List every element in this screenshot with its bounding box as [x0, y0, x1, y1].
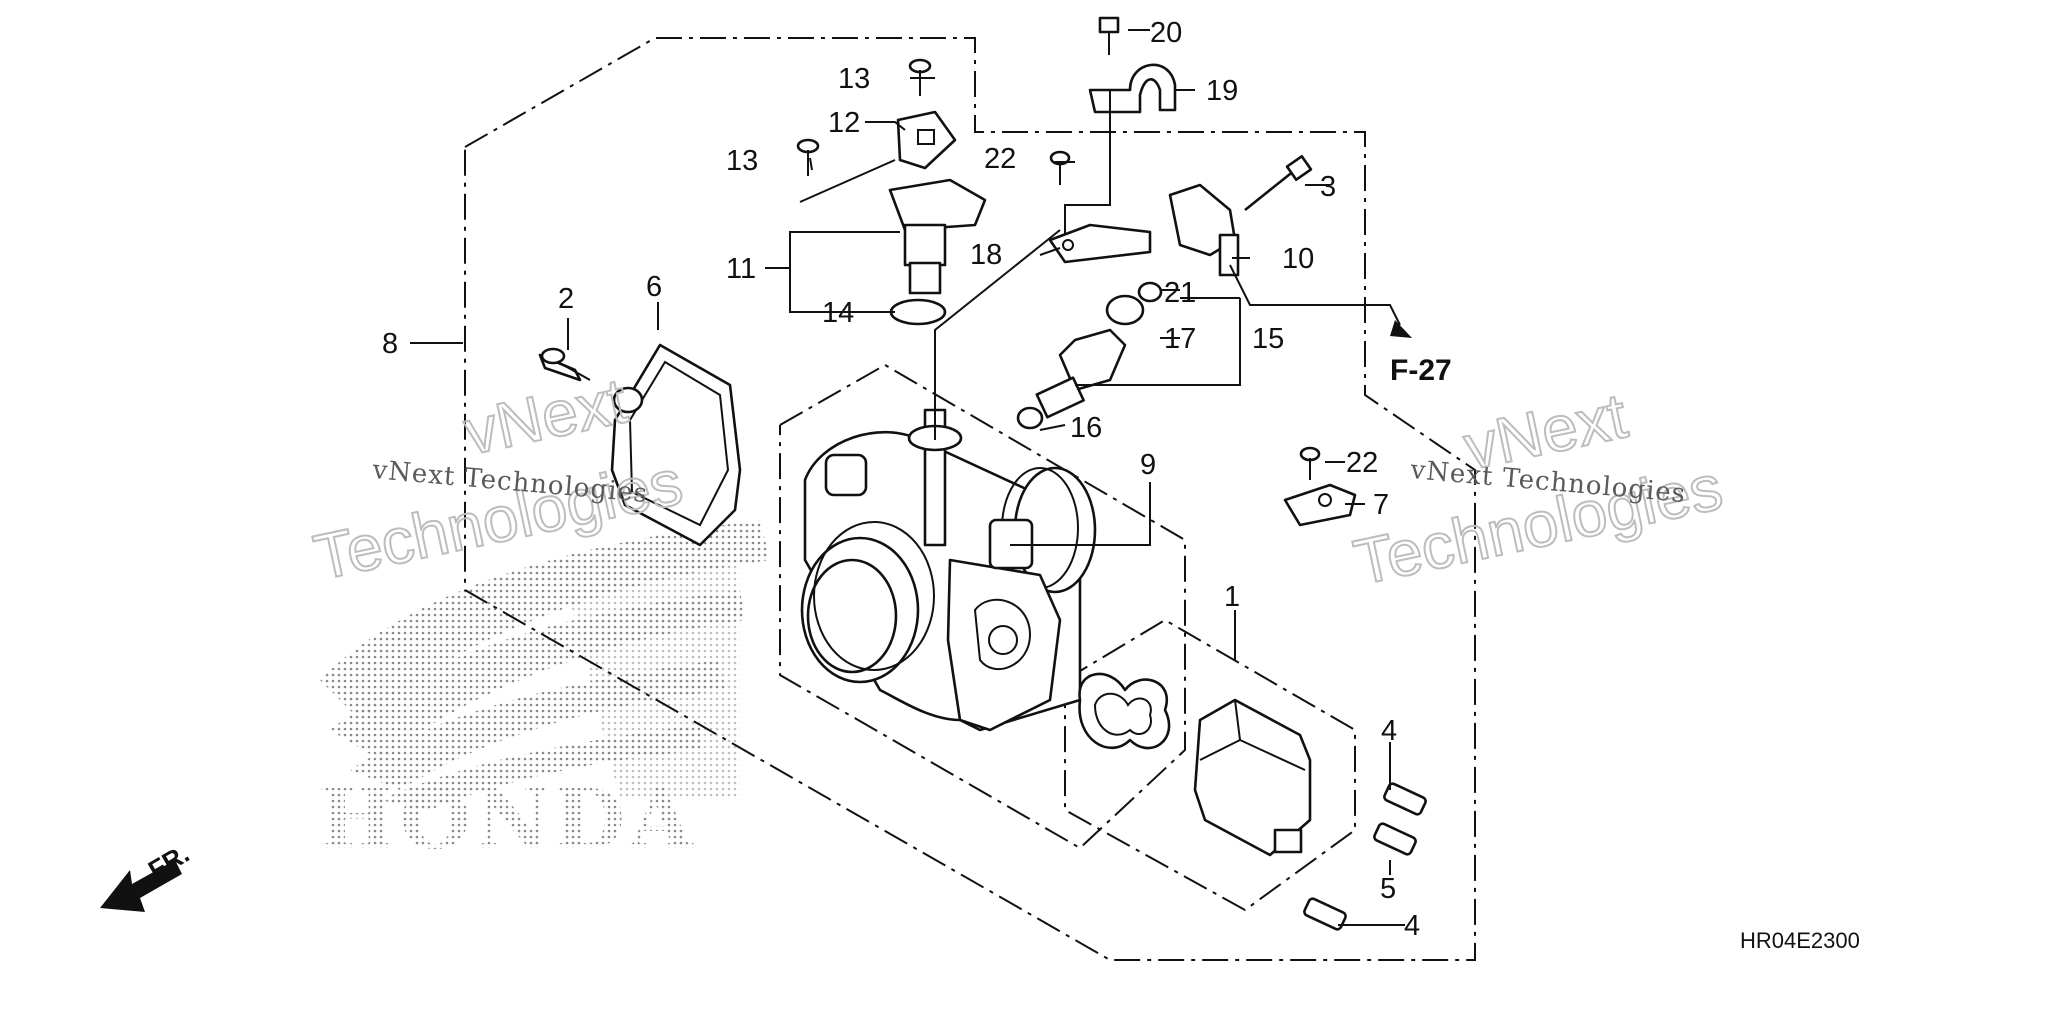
callout-19: 19 — [1206, 75, 1238, 107]
callout-18: 18 — [970, 239, 1002, 271]
screw-22-top — [1049, 150, 1071, 185]
honda-wing-watermark — [320, 520, 770, 810]
reference-label: F-27 — [1390, 354, 1452, 387]
callout-22-top: 22 — [984, 143, 1016, 175]
leader-lines — [410, 29, 1405, 926]
callout-1: 1 — [1224, 581, 1240, 613]
callout-21: 21 — [1164, 277, 1196, 309]
callout-12: 12 — [828, 107, 860, 139]
callout-11: 11 — [726, 253, 756, 285]
callout-4-upper: 4 — [1381, 715, 1397, 747]
reference-arrow-icon — [1390, 320, 1412, 338]
bracket-18 — [1048, 223, 1152, 264]
callout-14: 14 — [822, 297, 854, 329]
callout-4-lower: 4 — [1404, 910, 1420, 942]
bolt-3 — [1244, 154, 1313, 212]
bolt-20 — [1098, 16, 1120, 55]
throttle-body-part — [800, 408, 1097, 732]
callout-22-right: 22 — [1346, 447, 1378, 479]
clamp-19 — [1088, 63, 1177, 114]
callout-9: 9 — [1140, 449, 1156, 481]
callout-13-left: 13 — [726, 145, 758, 177]
injector-15 — [1016, 281, 1163, 430]
bracket-7 — [1283, 483, 1357, 527]
sensor-11 — [888, 178, 987, 295]
svg-text:vNext: vNext — [458, 364, 633, 468]
gasket-part — [1078, 672, 1171, 750]
screw-22-right — [1299, 446, 1321, 480]
honda-brand-watermark: HONDA — [318, 772, 697, 868]
callout-3: 3 — [1320, 171, 1336, 203]
callout-8: 8 — [382, 328, 398, 360]
callout-15: 15 — [1252, 323, 1284, 355]
sensor-10 — [1168, 183, 1240, 277]
callout-20: 20 — [1150, 17, 1182, 49]
screw-13-left — [796, 138, 820, 176]
callout-16: 16 — [1070, 412, 1102, 444]
assembly-outline-8 — [464, 37, 1476, 961]
callout-6: 6 — [646, 271, 662, 303]
front-arrow-icon — [100, 860, 182, 912]
watermark-right: vNext Technologies vNext Technologies — [1347, 378, 1729, 599]
callout-17: 17 — [1164, 323, 1196, 355]
screw-2 — [540, 347, 591, 381]
drawing-code: HR04E2300 — [1740, 928, 1860, 953]
screw-13-top — [908, 58, 932, 96]
assembly-outline-9 — [779, 363, 1186, 850]
callout-10: 10 — [1282, 243, 1314, 275]
callout-2: 2 — [558, 283, 574, 315]
sensor-unit-part — [1193, 698, 1312, 857]
callout-13-top: 13 — [838, 63, 870, 95]
o-ring-14 — [889, 298, 947, 326]
callout-5: 5 — [1380, 873, 1396, 905]
bolts-4-5 — [1303, 782, 1427, 931]
callout-7: 7 — [1373, 489, 1389, 521]
cap-12 — [896, 110, 957, 170]
